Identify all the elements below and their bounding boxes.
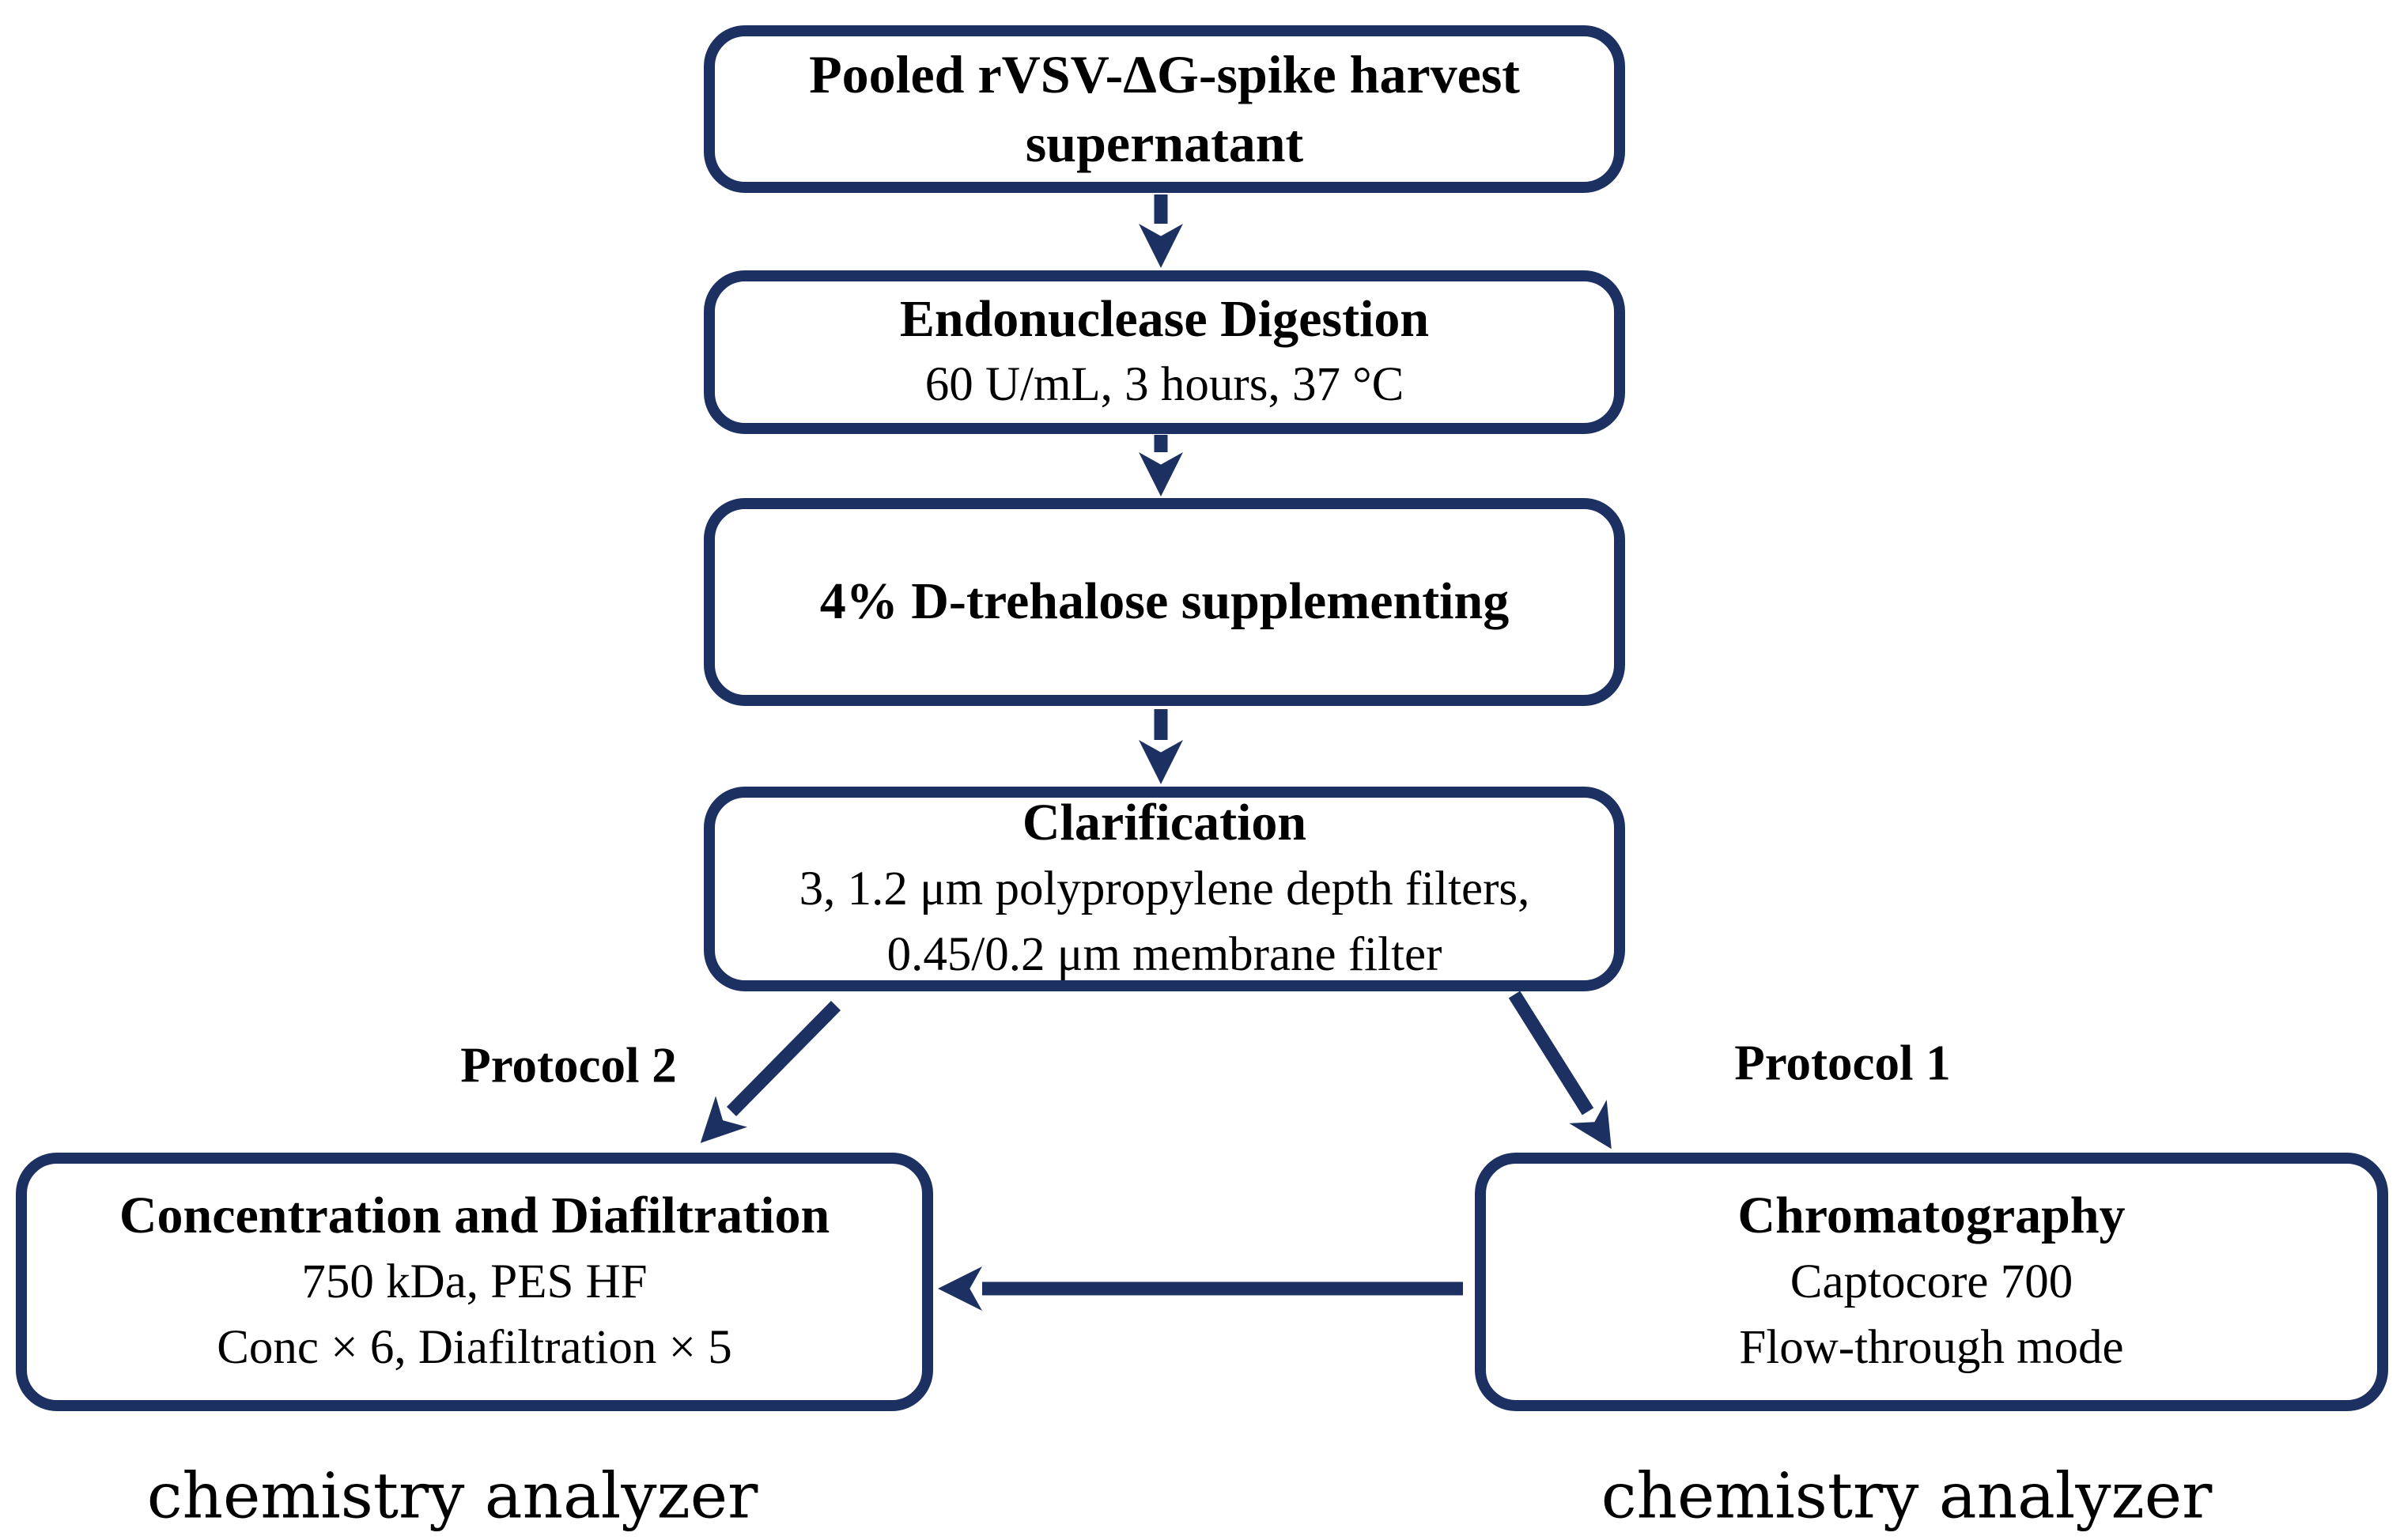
node-clarification-filters-line1: 3, 1.2 μm polypropylene depth filters,	[799, 862, 1530, 915]
node-clarification: Clarification 3, 1.2 μm polypropylene de…	[704, 787, 1625, 991]
chemistry-analyzer-label-right: chemistry analyzer	[1601, 1459, 2213, 1533]
node-trehalose-title: 4% D-trehalose supplementing	[819, 572, 1510, 631]
node-clarification-filters-line2: 0.45/0.2 μm membrane filter	[886, 927, 1442, 981]
node-concentration-title: Concentration and Diafiltration	[119, 1187, 830, 1245]
node-endonuclease-title: Endonuclease Digestion	[899, 289, 1430, 348]
node-chromatography-mode: Flow-through mode	[1739, 1320, 2124, 1374]
node-chromatography-title: Chromatography	[1737, 1187, 2126, 1245]
node-endonuclease-digestion: Endonuclease Digestion 60 U/mL, 3 hours,…	[704, 270, 1625, 434]
node-chromatography: Chromatography Captocore 700 Flow-throug…	[1475, 1153, 2388, 1411]
node-concentration-diafiltration: Concentration and Diafiltration 750 kDa,…	[16, 1153, 933, 1411]
node-chromatography-resin: Captocore 700	[1790, 1255, 2073, 1308]
node-trehalose-supplementing: 4% D-trehalose supplementing	[704, 498, 1625, 706]
node-clarification-title: Clarification	[1022, 794, 1307, 852]
node-concentration-factors: Conc × 6, Diafiltration × 5	[217, 1320, 732, 1374]
protocol-1-label: Protocol 1	[1734, 1035, 1951, 1091]
arrow-clarification-to-concentration	[700, 1001, 841, 1143]
chemistry-analyzer-label-left: chemistry analyzer	[146, 1459, 758, 1533]
arrow-clarification-to-chromatography	[1508, 991, 1612, 1149]
node-pooled-harvest-line1: Pooled rVSV-ΔG-spike harvest	[809, 43, 1520, 104]
node-pooled-harvest: Pooled rVSV-ΔG-spike harvest supernatant	[704, 25, 1625, 193]
node-concentration-membrane: 750 kDa, PES HF	[301, 1255, 648, 1308]
protocol-2-label: Protocol 2	[460, 1037, 677, 1093]
node-endonuclease-conditions: 60 U/mL, 3 hours, 37 °C	[924, 358, 1404, 412]
node-pooled-harvest-line2: supernatant	[1025, 113, 1304, 173]
